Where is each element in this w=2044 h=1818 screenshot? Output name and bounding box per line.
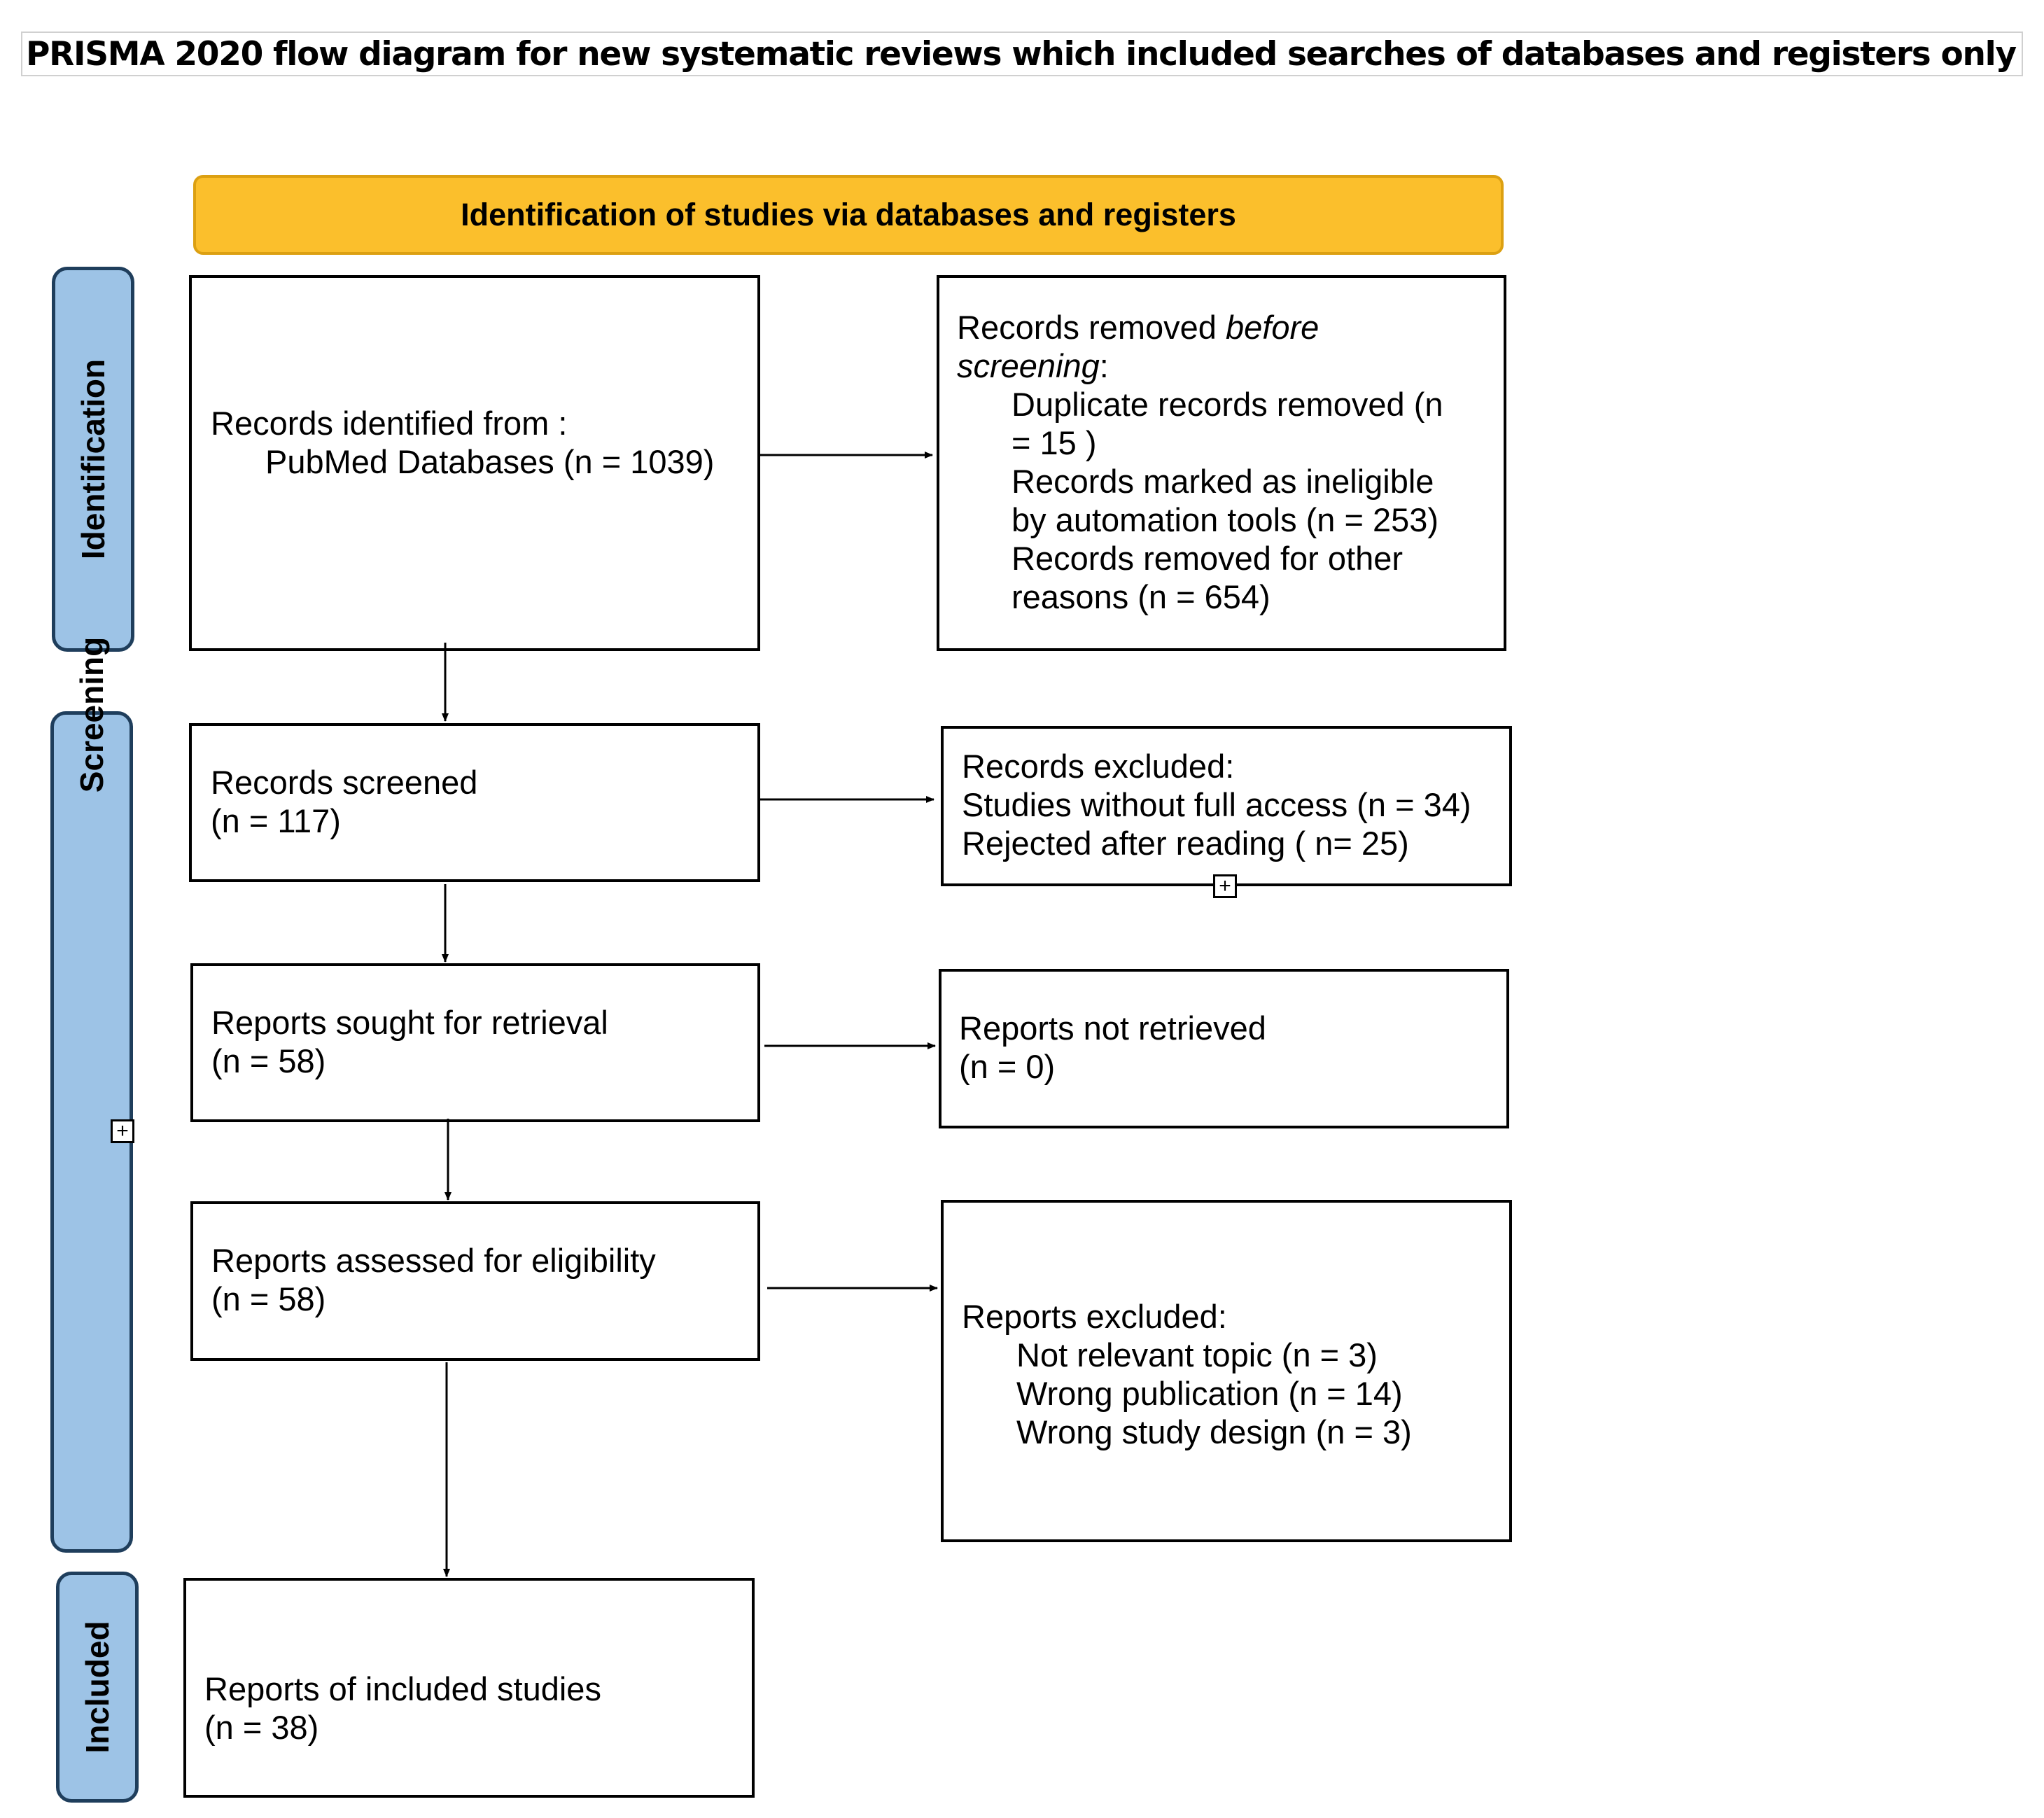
- reports-excluded-line1: Reports excluded:: [962, 1298, 1227, 1335]
- removed-heading: Records removed before: [957, 308, 1443, 347]
- removed-suffix: :: [1099, 347, 1109, 384]
- phase-identification: Identification: [52, 267, 134, 652]
- assessed-line2: (n = 58): [211, 1280, 326, 1317]
- reports-excluded-item: Not relevant topic (n = 3): [1016, 1336, 1378, 1373]
- removed-item: Duplicate records removed (n: [1011, 386, 1443, 423]
- box-reports-excluded: Reports excluded: Not relevant topic (n …: [941, 1200, 1512, 1542]
- removed-item: reasons (n = 654): [1011, 578, 1270, 615]
- not-retrieved-line1: Reports not retrieved: [959, 1009, 1266, 1047]
- screened-line1: Records screened: [211, 764, 478, 801]
- reports-excluded-item: Wrong publication (n = 14): [1016, 1375, 1403, 1412]
- header-label: Identification of studies via databases …: [461, 197, 1236, 232]
- box-reports-assessed: Reports assessed for eligibility (n = 58…: [190, 1201, 760, 1361]
- box-records-excluded: Records excluded: Studies without full a…: [941, 726, 1512, 886]
- assessed-line1: Reports assessed for eligibility: [211, 1242, 656, 1279]
- removed-emphasis-screening: screening: [957, 347, 1100, 384]
- not-retrieved-line2: (n = 0): [959, 1048, 1056, 1085]
- excluded-line2: Studies without full access (n = 34): [962, 786, 1471, 823]
- diagram-title: PRISMA 2020 flow diagram for new systema…: [26, 34, 2017, 74]
- identification-header: Identification of studies via databases …: [193, 175, 1504, 255]
- included-line1: Reports of included studies: [204, 1670, 601, 1707]
- screened-line2: (n = 117): [211, 802, 341, 839]
- expand-marker-icon[interactable]: +: [111, 1119, 134, 1143]
- identified-line1: Records identified from :: [211, 405, 568, 442]
- box-reports-sought: Reports sought for retrieval (n = 58): [190, 963, 760, 1122]
- box-records-removed: Records removed before screening: Duplic…: [937, 275, 1506, 651]
- removed-emphasis-before: before: [1226, 309, 1320, 346]
- excluded-line1: Records excluded:: [962, 748, 1235, 785]
- excluded-line3: Rejected after reading ( n= 25): [962, 825, 1409, 862]
- included-line2: (n = 38): [204, 1709, 319, 1746]
- title-bar: PRISMA 2020 flow diagram for new systema…: [21, 32, 2023, 76]
- identified-line2: PubMed Databases (n = 1039): [265, 443, 715, 480]
- sought-line2: (n = 58): [211, 1042, 326, 1079]
- removed-item: Records marked as ineligible: [1011, 463, 1434, 500]
- removed-item: Records removed for other: [1011, 540, 1404, 577]
- phase-included: Included: [56, 1572, 139, 1803]
- box-records-identified: Records identified from : PubMed Databas…: [189, 275, 760, 651]
- box-included-studies: Reports of included studies (n = 38): [183, 1578, 755, 1798]
- removed-prefix: Records removed: [957, 309, 1226, 346]
- removed-item: by automation tools (n = 253): [1011, 501, 1439, 538]
- box-reports-not-retrieved: Reports not retrieved (n = 0): [939, 969, 1509, 1128]
- removed-item: = 15 ): [1011, 424, 1097, 461]
- reports-excluded-item: Wrong study design (n = 3): [1016, 1413, 1412, 1450]
- sought-line1: Reports sought for retrieval: [211, 1004, 608, 1041]
- expand-marker-icon[interactable]: +: [1213, 874, 1237, 898]
- box-records-screened: Records screened (n = 117): [189, 723, 760, 882]
